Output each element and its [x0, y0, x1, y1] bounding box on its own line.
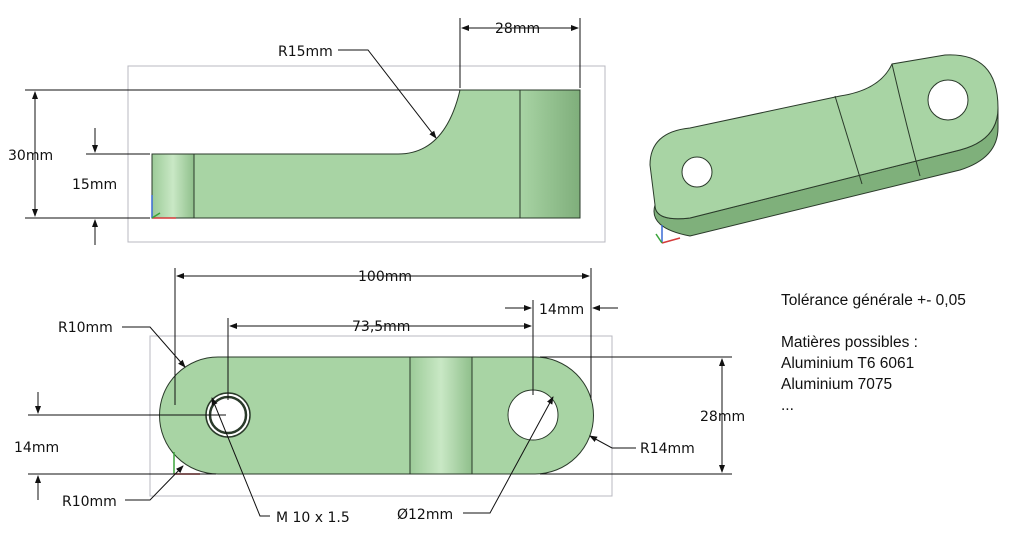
axis-triad-icon	[655, 225, 681, 244]
dim-end-offset: 14mm	[539, 302, 584, 318]
dim-center-distance: 73,5mm	[352, 319, 410, 335]
dim-width: 28mm	[700, 409, 745, 425]
side-right-boss	[519, 89, 581, 219]
spec-notes: Tolérance générale +- 0,05 Matières poss…	[781, 290, 966, 416]
axis-triad-icon	[151, 195, 176, 219]
tolerance-note: Tolérance générale +- 0,05	[781, 292, 966, 309]
top-view: 100mm 73,5mm 14mm R10mm R10mm 14mm 28mm …	[14, 268, 745, 526]
dim-radius-right: R14mm	[640, 441, 695, 457]
top-profile	[159, 356, 594, 475]
dim-boss-length: 28mm	[495, 21, 540, 37]
view-frame	[149, 335, 613, 497]
material-item: Aluminium T6 6061	[781, 355, 915, 372]
dim-radius-fillet: R15mm	[278, 44, 333, 60]
dim-radius-bottom-left: R10mm	[62, 494, 117, 510]
iso-hole-left	[681, 156, 713, 188]
top-boss	[409, 356, 473, 475]
material-item: Aluminium 7075	[781, 376, 893, 393]
thread-spec: M 10 x 1.5	[276, 510, 350, 526]
dim-offset-left: 14mm	[14, 440, 59, 456]
materials-title: Matières possibles :	[781, 334, 918, 351]
iso-hole-right	[927, 79, 969, 121]
hole-diameter: Ø12mm	[397, 507, 453, 523]
dim-length: 100mm	[358, 269, 412, 285]
dim-radius-top-left: R10mm	[58, 320, 113, 336]
material-item: ...	[781, 397, 794, 414]
side-left-boss	[151, 153, 195, 219]
side-profile	[151, 89, 581, 219]
dim-height-arm: 15mm	[72, 177, 117, 193]
hole-12	[507, 389, 559, 441]
dim-height-overall: 30mm	[8, 148, 53, 164]
isometric-view	[649, 54, 999, 244]
iso-top-face	[649, 54, 999, 220]
side-view: 30mm 15mm R15mm 28mm	[8, 18, 606, 245]
